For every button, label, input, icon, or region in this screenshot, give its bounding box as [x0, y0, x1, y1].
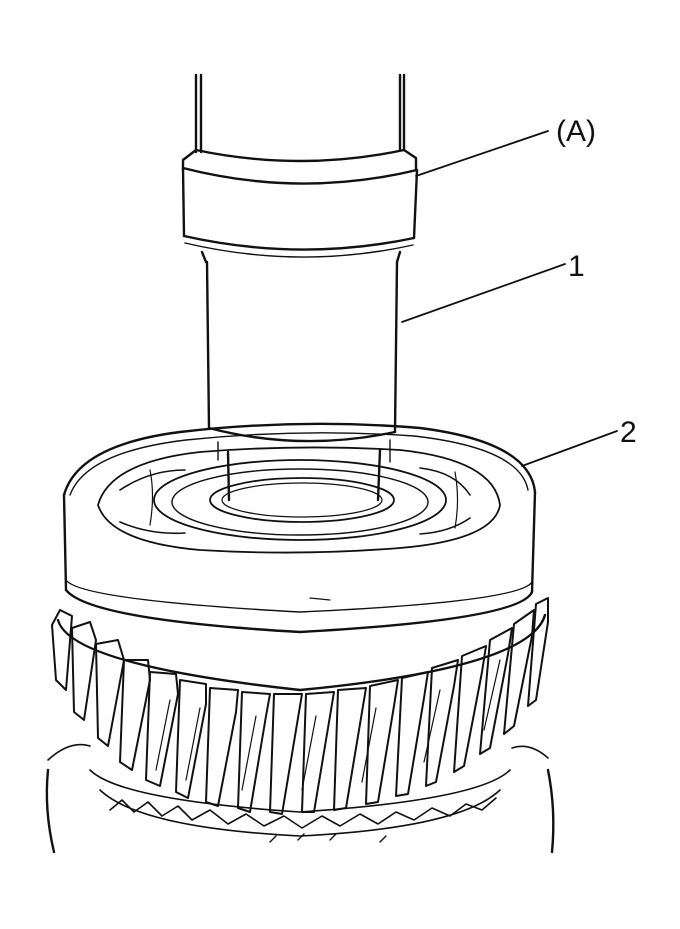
callout-label-2: 2	[620, 416, 637, 449]
leader-line-a	[415, 130, 549, 177]
part-1-sleeve	[200, 250, 402, 502]
helical-gear	[45, 597, 555, 854]
callout-label-1: 1	[568, 250, 585, 283]
callout-label-a: (A)	[556, 115, 596, 148]
leader-lines	[401, 130, 618, 467]
leader-line-2	[521, 430, 618, 467]
leader-line-1	[401, 263, 566, 323]
tool-shaft	[194, 73, 406, 154]
part-2-bearing	[62, 422, 537, 634]
tool-a-collar	[181, 148, 419, 258]
